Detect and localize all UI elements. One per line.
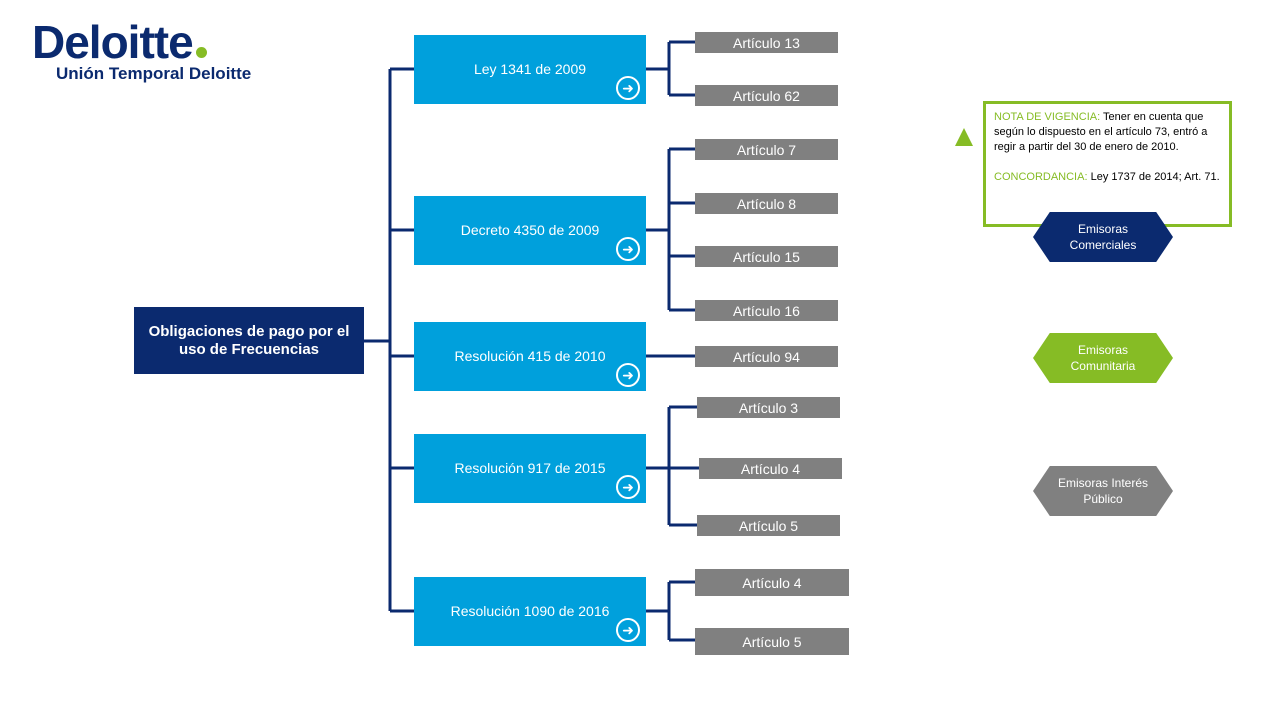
norm-label: Decreto 4350 de 2009 bbox=[460, 221, 600, 238]
warning-triangle-icon bbox=[955, 128, 973, 146]
article-box[interactable]: Artículo 4 bbox=[695, 569, 849, 596]
norm-label: Resolución 415 de 2010 bbox=[454, 347, 606, 364]
vigencia-note: NOTA DE VIGENCIA: Tener en cuenta que se… bbox=[983, 101, 1232, 227]
arrow-right-icon[interactable]: ➜ bbox=[616, 475, 640, 499]
article-box[interactable]: Artículo 8 bbox=[695, 193, 838, 214]
arrow-right-icon[interactable]: ➜ bbox=[616, 237, 640, 261]
deloitte-logo: Deloitte bbox=[32, 18, 207, 66]
category-label: Emisoras Comerciales bbox=[1069, 222, 1137, 252]
category-label: Emisoras Comunitaria bbox=[1070, 343, 1136, 373]
article-box[interactable]: Artículo 13 bbox=[695, 32, 838, 53]
root-node: Obligaciones de pago por el uso de Frecu… bbox=[134, 307, 364, 374]
norm-ley-1341-2009[interactable]: Ley 1341 de 2009 ➜ bbox=[414, 35, 646, 104]
article-box[interactable]: Artículo 15 bbox=[695, 246, 838, 267]
article-box[interactable]: Artículo 3 bbox=[697, 397, 840, 418]
norm-resolucion-1090-2016[interactable]: Resolución 1090 de 2016 ➜ bbox=[414, 577, 646, 646]
category-label: Emisoras Interés Público bbox=[1057, 476, 1149, 506]
arrow-right-icon[interactable]: ➜ bbox=[616, 618, 640, 642]
category-emisoras-comerciales[interactable]: Emisoras Comerciales bbox=[1033, 212, 1173, 262]
article-box[interactable]: Artículo 16 bbox=[695, 300, 838, 321]
norm-label: Resolución 1090 de 2016 bbox=[450, 602, 610, 619]
note-vigencia-text: Tener en cuenta que según lo dispuesto e… bbox=[994, 111, 1208, 153]
article-box[interactable]: Artículo 4 bbox=[699, 458, 842, 479]
norm-decreto-4350-2009[interactable]: Decreto 4350 de 2009 ➜ bbox=[414, 196, 646, 265]
arrow-right-icon[interactable]: ➜ bbox=[616, 363, 640, 387]
note-concordancia-text: Ley 1737 de 2014; Art. 71. bbox=[1090, 171, 1220, 183]
article-box[interactable]: Artículo 94 bbox=[695, 346, 838, 367]
article-box[interactable]: Artículo 62 bbox=[695, 85, 838, 106]
category-emisoras-comunitaria[interactable]: Emisoras Comunitaria bbox=[1033, 333, 1173, 383]
brand-subtitle: Unión Temporal Deloitte bbox=[56, 64, 252, 83]
article-box[interactable]: Artículo 7 bbox=[695, 139, 838, 160]
article-box[interactable]: Artículo 5 bbox=[697, 515, 840, 536]
logo-dot-icon bbox=[195, 47, 207, 58]
arrow-right-icon[interactable]: ➜ bbox=[616, 76, 640, 100]
note-vigencia-title: NOTA DE VIGENCIA: bbox=[994, 111, 1101, 123]
note-concordancia-title: CONCORDANCIA: bbox=[994, 171, 1088, 183]
norm-label: Resolución 917 de 2015 bbox=[454, 459, 606, 476]
category-emisoras-interes-publico[interactable]: Emisoras Interés Público bbox=[1033, 466, 1173, 516]
norm-resolucion-917-2015[interactable]: Resolución 917 de 2015 ➜ bbox=[414, 434, 646, 503]
norm-resolucion-415-2010[interactable]: Resolución 415 de 2010 ➜ bbox=[414, 322, 646, 391]
article-box[interactable]: Artículo 5 bbox=[695, 628, 849, 655]
norm-label: Ley 1341 de 2009 bbox=[473, 60, 587, 77]
